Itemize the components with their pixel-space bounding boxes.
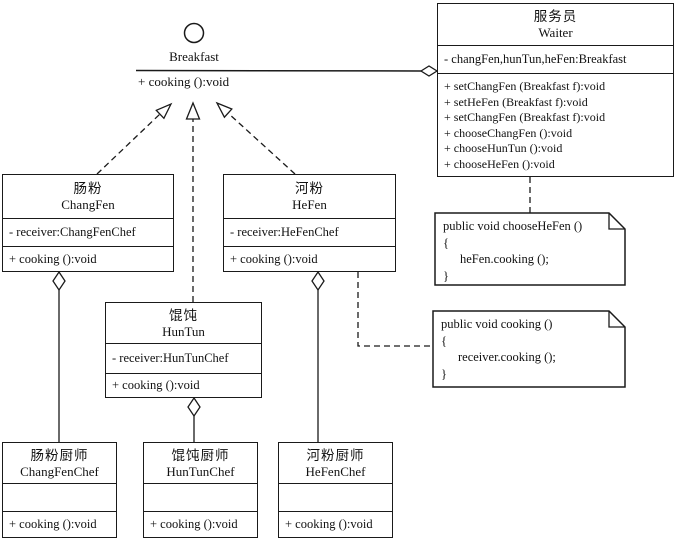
class-name-en: ChangFenChef [20, 463, 99, 479]
method-row: + cooking ():void [9, 251, 97, 266]
method-row: + chooseHunTun ():void [444, 141, 563, 155]
method-row: + setHeFen (Breakfast f):void [444, 94, 588, 109]
class-methods-changfen: + cooking ():void [3, 246, 173, 271]
class-box-waiter: 服务员 Waiter - changFen,hunTun,heFen:Break… [437, 3, 674, 177]
class-title-huntunchef: 馄饨厨师 HunTunChef [144, 443, 257, 483]
method-row: + cooking ():void [150, 517, 238, 531]
class-attributes-huntun: - receiver:HunTunChef [106, 343, 261, 373]
class-title-waiter: 服务员 Waiter [438, 4, 673, 45]
note-line: { [443, 235, 449, 250]
method-row: + setChangFen (Breakfast f):void [444, 110, 606, 124]
class-title-changfen: 肠粉 ChangFen [3, 175, 173, 218]
association-breakfast-waiter [135, 69, 422, 72]
realization-line-hefen [227, 112, 296, 175]
method-row: + cooking ():void [9, 517, 97, 531]
class-box-changfen: 肠粉 ChangFen - receiver:ChangFenChef + co… [2, 174, 174, 272]
method-row: + cooking ():void [230, 251, 318, 266]
class-box-huntun: 馄饨 HunTun - receiver:HunTunChef + cookin… [105, 302, 262, 398]
note-choose-hefen: public void chooseHeFen () { heFen.cooki… [443, 218, 582, 284]
class-attributes-hefenchef [279, 483, 392, 511]
class-title-hefenchef: 河粉厨师 HeFenChef [279, 443, 392, 483]
attribute-row: - receiver:HeFenChef [230, 225, 339, 239]
interface-lollipop-icon [183, 22, 205, 44]
note-line: heFen.cooking (); [460, 252, 549, 266]
attribute-row: - receiver:ChangFenChef [9, 225, 136, 239]
class-name-en: HunTunChef [166, 463, 235, 479]
class-methods-waiter: + setChangFen (Breakfast f):void + setHe… [438, 73, 673, 176]
class-methods-changfenchef: + cooking ():void [3, 511, 116, 537]
note-shape-cooking [432, 310, 626, 388]
note-anchor-hefen [357, 272, 433, 347]
note-line: receiver.cooking (); [458, 350, 556, 364]
note-fold-cooking-icon [608, 311, 625, 328]
class-name-cn: 馄饨厨师 [171, 447, 230, 463]
attribute-row: - changFen,hunTun,heFen:Breakfast [444, 52, 627, 66]
class-methods-hefen: + cooking ():void [224, 246, 395, 271]
method-row: + chooseChangFen ():void [444, 125, 573, 140]
class-name-cn: 服务员 [533, 9, 578, 24]
class-methods-huntun: + cooking ():void [106, 373, 261, 397]
class-methods-huntunchef: + cooking ():void [144, 511, 257, 537]
attribute-row: - receiver:HunTunChef [112, 351, 229, 365]
realization-arrowhead-hefen-icon [215, 101, 233, 119]
class-name-cn: 河粉厨师 [306, 447, 365, 463]
class-box-hefen: 河粉 HeFen - receiver:HeFenChef + cooking … [223, 174, 396, 272]
note-cooking: public void cooking () { receiver.cookin… [441, 316, 556, 382]
class-name-en: HeFenChef [305, 463, 366, 479]
note-line: } [443, 268, 449, 283]
aggregation-diamond-waiter-icon [419, 65, 439, 77]
class-attributes-hefen: - receiver:HeFenChef [224, 218, 395, 246]
class-name-en: Waiter [538, 25, 573, 40]
class-name-cn: 肠粉厨师 [30, 447, 89, 463]
class-title-hefen: 河粉 HeFen [224, 175, 395, 218]
method-row: + cooking ():void [285, 517, 373, 531]
class-name-en: HeFen [292, 197, 327, 212]
class-name-en: HunTun [162, 323, 205, 339]
class-attributes-changfenchef [3, 483, 116, 511]
class-attributes-huntunchef [144, 483, 257, 511]
class-methods-hefenchef: + cooking ():void [279, 511, 392, 537]
realization-line-changfen [96, 113, 161, 175]
note-line: } [441, 366, 447, 381]
method-row: + cooking ():void [112, 378, 200, 392]
class-attributes-waiter: - changFen,hunTun,heFen:Breakfast [438, 45, 673, 73]
method-row: + chooseHeFen ():void [444, 156, 555, 171]
note-line: { [441, 333, 447, 348]
class-box-huntunchef: 馄饨厨师 HunTunChef + cooking ():void [143, 442, 258, 538]
class-box-changfenchef: 肠粉厨师 ChangFenChef + cooking ():void [2, 442, 117, 538]
aggregation-diamond-hefen-icon [311, 270, 325, 292]
class-attributes-changfen: - receiver:ChangFenChef [3, 218, 173, 246]
interface-method-cooking: + cooking ():void [138, 74, 230, 89]
aggregation-diamond-changfen-icon [52, 270, 66, 292]
aggregation-diamond-huntun-icon [187, 396, 201, 418]
class-name-en: ChangFen [61, 197, 115, 212]
note-shape-choose-hefen [434, 212, 626, 286]
realization-arrowhead-changfen-icon [155, 102, 173, 120]
class-box-hefenchef: 河粉厨师 HeFenChef + cooking ():void [278, 442, 393, 538]
method-row: + setChangFen (Breakfast f):void [444, 79, 606, 93]
class-title-huntun: 馄饨 HunTun [106, 303, 261, 343]
class-name-cn: 馄饨 [169, 307, 198, 323]
class-title-changfenchef: 肠粉厨师 ChangFenChef [3, 443, 116, 483]
class-name-cn: 河粉 [295, 181, 324, 196]
note-line: public void cooking () [441, 317, 553, 331]
note-line: public void chooseHeFen () [443, 219, 583, 233]
interface-name-breakfast: Breakfast [169, 49, 219, 64]
note-fold-choose-hefen-icon [608, 213, 625, 230]
class-name-cn: 肠粉 [73, 181, 103, 196]
realization-arrowhead-huntun-icon [185, 101, 201, 120]
